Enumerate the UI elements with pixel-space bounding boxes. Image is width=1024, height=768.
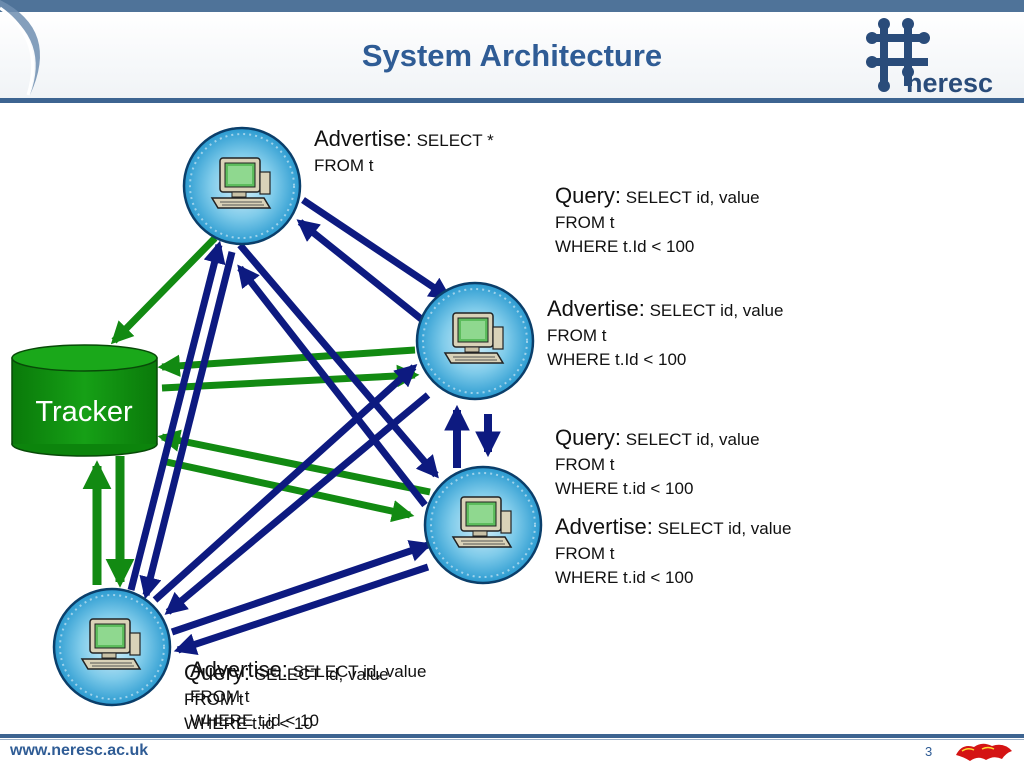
- arrow-bl-to-rl: [170, 540, 433, 636]
- annotation-keyword: Query:: [555, 183, 622, 208]
- annotation-keyword: Advertise:: [314, 126, 412, 151]
- footer-url-link[interactable]: www.neresc.ac.uk: [10, 742, 149, 759]
- arrow-top-to-rl: [237, 242, 439, 479]
- header: [0, 12, 1024, 100]
- node-right-upper-computer-icon: [415, 281, 535, 401]
- lion-emblem-icon: [956, 743, 1012, 761]
- arrow-ru-to-tracker-1: [157, 346, 416, 377]
- annotation-keyword: Advertise:: [547, 296, 645, 321]
- annotation-bottom-query: Query: SELECT id, value FROM t WHERE t.i…: [184, 660, 389, 737]
- annotation-line: FROM t: [555, 212, 615, 232]
- annotation-line: WHERE t.Id < 100: [555, 237, 695, 256]
- arrow-top-to-tracker: [110, 235, 218, 345]
- logo-text: neresc: [906, 68, 994, 98]
- annotation-keyword: Advertise:: [190, 657, 288, 682]
- arrow-rl-to-bl: [173, 563, 430, 655]
- annotation-line: WHERE t.id < 10: [184, 714, 313, 733]
- annotation-line: WHERE t.Id < 100: [547, 350, 687, 369]
- arrow-rl-to-top: [237, 264, 428, 508]
- annotation-right-advertise-1: Advertise: SELECT id, value FROM t WHERE…: [547, 296, 784, 373]
- annotation-line: SELECT id, value: [254, 665, 389, 684]
- arrow-bl-to-top: [127, 240, 226, 591]
- tracker-label: Tracker: [35, 396, 133, 428]
- node-bottom-left-computer-icon: [52, 587, 172, 707]
- node-top-computer-icon: [182, 126, 302, 246]
- footer-rule: [0, 734, 1024, 738]
- arrow-tracker-to-ru: [161, 364, 420, 392]
- swoosh-decoration: [0, 0, 40, 96]
- arrow-rl-to-tracker: [157, 429, 431, 496]
- arrow-tracker-to-rl: [161, 457, 415, 523]
- neresc-logo-icon: [866, 18, 930, 92]
- annotation-line: WHERE t.id < 10: [190, 711, 319, 730]
- arrow-top-to-bl: [139, 251, 236, 600]
- annotation-line: FROM t: [547, 325, 607, 345]
- node-right-lower-computer-icon: [423, 465, 543, 585]
- annotation-right-advertise-2: Advertise: SELECT id, value FROM t WHERE…: [555, 514, 792, 591]
- top-bar: [0, 0, 1024, 12]
- page-number: 3: [925, 744, 933, 759]
- annotation-keyword: Query:: [555, 425, 622, 450]
- header-rule: [0, 98, 1024, 103]
- footer-rule-thin: [0, 739, 1024, 740]
- arrow-top-to-ru: [301, 197, 452, 300]
- annotation-line: SELECT id, value: [625, 430, 760, 449]
- annotation-line: FROM t: [555, 543, 615, 563]
- annotation-line: SELECT id, value: [292, 662, 427, 681]
- arrow-bl-to-ru: [152, 364, 418, 603]
- architecture-diagram: Tracker: [11, 126, 543, 707]
- annotation-line: FROM t: [555, 454, 615, 474]
- tracker-database-icon: [11, 344, 158, 457]
- arrow-ru-to-bl: [164, 392, 431, 615]
- annotation-line: WHERE t.id < 100: [555, 568, 694, 587]
- annotation-top-advertise: Advertise: SELECT * FROM t: [314, 126, 494, 178]
- arrow-ru-to-top: [296, 219, 428, 325]
- annotation-keyword: Query:: [184, 660, 251, 685]
- annotation-keyword: Advertise:: [555, 514, 653, 539]
- annotation-bottom-advertise: Advertise: SELECT id, value FROM t WHERE…: [190, 657, 427, 734]
- annotation-line: SELECT id, value: [657, 519, 792, 538]
- annotation-line: SELECT id, value: [625, 188, 760, 207]
- annotation-right-query-1: Query: SELECT id, value FROM t WHERE t.I…: [555, 183, 760, 260]
- annotation-line: FROM t: [314, 155, 374, 175]
- annotation-line: WHERE t.id < 100: [555, 479, 694, 498]
- annotation-line: SELECT *: [416, 131, 494, 150]
- annotation-line: FROM t: [184, 689, 244, 709]
- annotation-right-query-2: Query: SELECT id, value FROM t WHERE t.i…: [555, 425, 760, 502]
- annotation-line: SELECT id, value: [649, 301, 784, 320]
- annotation-line: FROM t: [190, 686, 250, 706]
- page-title: System Architecture: [361, 38, 663, 73]
